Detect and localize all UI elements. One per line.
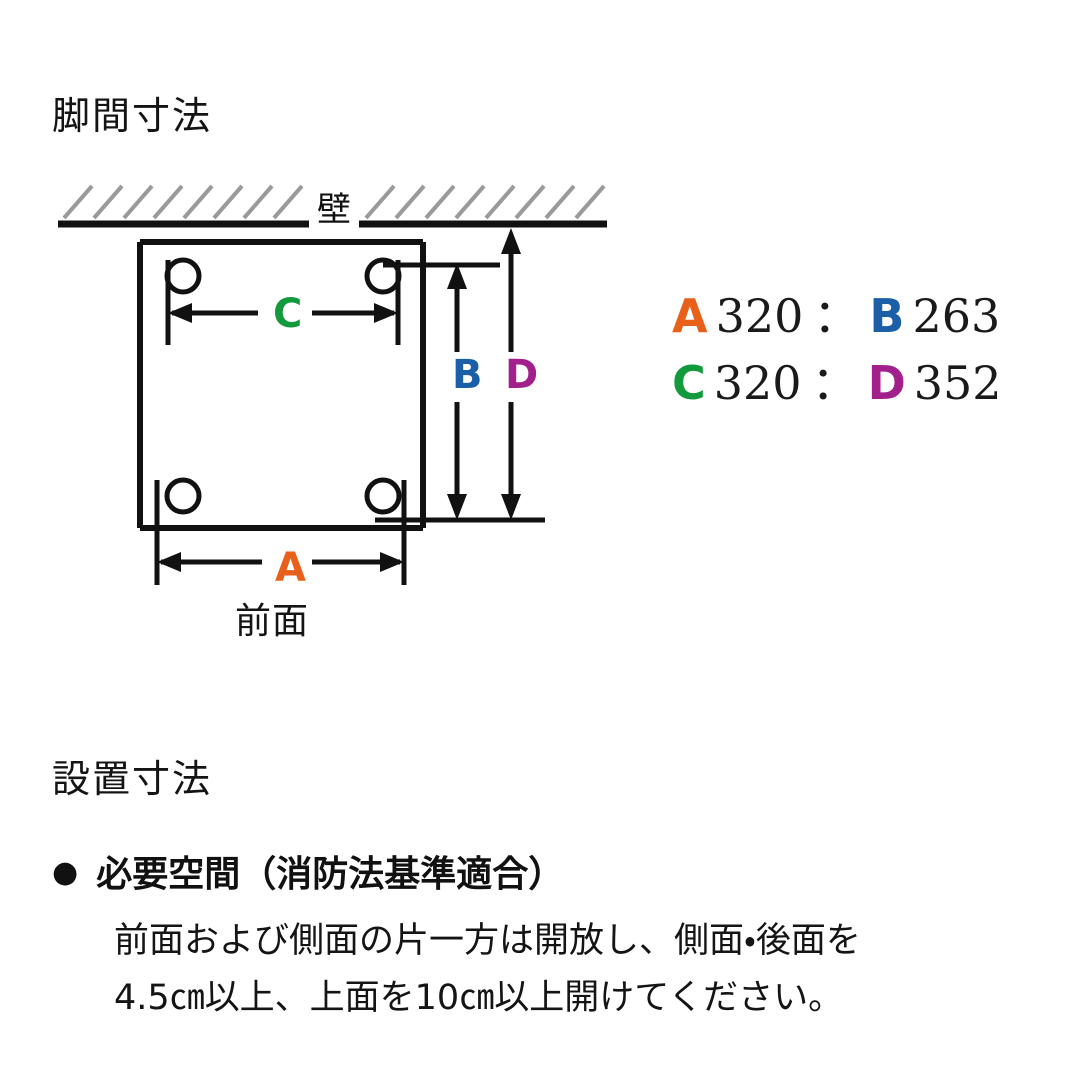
measurement-value-d: 352 xyxy=(913,355,1002,410)
dimension-d-arrow-bottom xyxy=(501,494,521,520)
wall-hatching xyxy=(62,184,606,220)
note-line: 前面および側面の片一方は開放し、側面・後面を xyxy=(114,921,861,961)
dimension-label-d-text: D xyxy=(500,355,544,395)
page-title-install-dimensions: 設置寸法 xyxy=(52,757,213,801)
measurement-key-d: D xyxy=(867,355,906,410)
dimension-label-c: C xyxy=(268,294,308,334)
note-body: 前面および側面の片一方は開放し、側面・後面を 4.5㎝以上、上面を10㎝以上開け… xyxy=(114,913,1052,1026)
bullet-icon: ● xyxy=(52,855,79,890)
appliance-outline xyxy=(137,239,426,531)
dimension-label-b: B xyxy=(447,355,488,395)
measurement-key-b: B xyxy=(869,289,905,343)
dimension-c-arrow-left xyxy=(168,303,192,323)
dimension-label-a: A xyxy=(270,548,311,588)
dimension-b-arrow-bottom xyxy=(447,494,467,520)
note-title-text: 必要空間（消防法基準適合） xyxy=(96,854,565,895)
note-line: 4.5㎝以上、上面を10㎝以上開けてください。 xyxy=(114,977,844,1018)
leg-rear-right xyxy=(364,477,402,515)
leg-front-left xyxy=(164,257,202,295)
measurement-separator: ： xyxy=(811,355,858,410)
dimension-label-a-text: A xyxy=(270,548,311,588)
measurement-separator: ： xyxy=(813,289,860,343)
dimension-a-arrow-right xyxy=(380,552,404,572)
required-space-note: ● 必要空間（消防法基準適合） 前面および側面の片一方は開放し、側面・後面を 4.… xyxy=(52,845,1052,1026)
note-title-row: ● 必要空間（消防法基準適合） xyxy=(52,845,1052,897)
front-side-label: 前面 xyxy=(235,601,310,642)
dimension-d-arrow-top xyxy=(501,228,521,254)
leg-rear-left xyxy=(164,477,202,515)
measurement-value-c: 320 xyxy=(713,355,802,410)
wall-label: 壁 xyxy=(309,182,359,231)
dimension-a-arrow-left xyxy=(157,552,181,572)
measurement-key-a: A xyxy=(672,289,708,343)
dimension-b-arrow-top xyxy=(447,263,467,289)
extension-lines xyxy=(154,260,545,585)
dimension-label-c-text: C xyxy=(268,294,308,334)
diagram-svg xyxy=(58,184,607,585)
measurement-value-a: 320 xyxy=(715,289,804,343)
dimension-c-arrow-right xyxy=(374,303,398,323)
page-title-leg-span: 脚間寸法 xyxy=(52,94,213,138)
measurement-key-c: C xyxy=(672,355,706,410)
leg-span-diagram: 壁 前面 C B D A xyxy=(58,182,607,642)
measurement-value-b: 263 xyxy=(912,289,1001,343)
dimension-label-d: D xyxy=(500,355,544,395)
dimension-label-b-text: B xyxy=(447,355,488,395)
